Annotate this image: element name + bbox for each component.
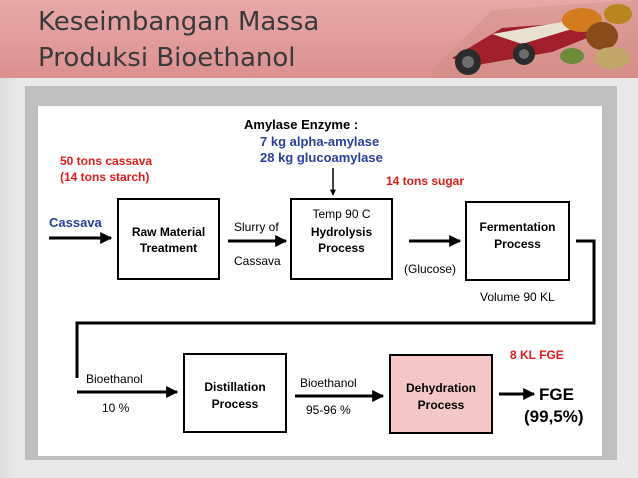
dehydration-label: Dehydration [406,381,476,395]
mass-balance-diagram: Amylase Enzyme : 7 kg alpha-amylase 28 k… [38,106,602,456]
enzyme-heading: Amylase Enzyme : [244,117,358,132]
race-car-decoration [432,0,638,78]
hydrolysis-temperature: Temp 90 C [312,207,370,221]
slurry-cassava-label: Cassava [234,254,281,268]
cassava-amount: 50 tons cassava [60,154,152,168]
hydrolysis-process-box [290,198,393,280]
fge-label: FGE [539,385,574,404]
bioethanol-10-label: Bioethanol [86,372,143,386]
enzyme-alpha-amylase: 7 kg alpha-amylase [260,134,379,149]
distillation-label: Distillation [204,380,265,394]
fge-volume: 8 KL FGE [510,348,564,362]
bioethanol-10-percent: 10 % [102,401,130,415]
slide-title-line-1: Keseimbangan Massa [38,7,320,37]
glucose-label: (Glucose) [404,262,456,276]
cassava-input-label: Cassava [49,215,103,230]
bioethanol-95-label: Bioethanol [300,376,357,390]
treatment-label: Treatment [140,241,197,255]
hydrolysis-process-label: Process [318,241,365,255]
fge-purity: (99,5%) [524,407,584,426]
dehydration-process-label: Process [418,398,465,412]
connector-line [75,239,596,378]
sugar-amount: 14 tons sugar [386,174,464,188]
fermentation-process-box [465,201,570,281]
bioethanol-95-percent: 95-96 % [306,403,351,417]
fermentation-label: Fermentation [479,220,555,234]
slurry-label: Slurry of [234,220,279,234]
distillation-process-label: Process [212,397,259,411]
hydrolysis-label: Hydrolysis [311,225,373,239]
raw-material-treatment-box [117,198,220,280]
starch-amount: (14 tons starch) [60,170,149,184]
enzyme-glucoamylase: 28 kg glucoamylase [260,150,383,165]
dehydration-process-box [389,354,493,434]
raw-material-label: Raw Material [132,225,205,239]
fermentation-process-label: Process [494,237,541,251]
fermentation-volume: Volume 90 KL [480,290,555,304]
background-edge [0,0,20,478]
title-band: Keseimbangan Massa Produksi Bioethanol [0,0,638,78]
distillation-process-box [183,353,287,433]
slide-title-line-2: Produksi Bioethanol [38,43,296,73]
